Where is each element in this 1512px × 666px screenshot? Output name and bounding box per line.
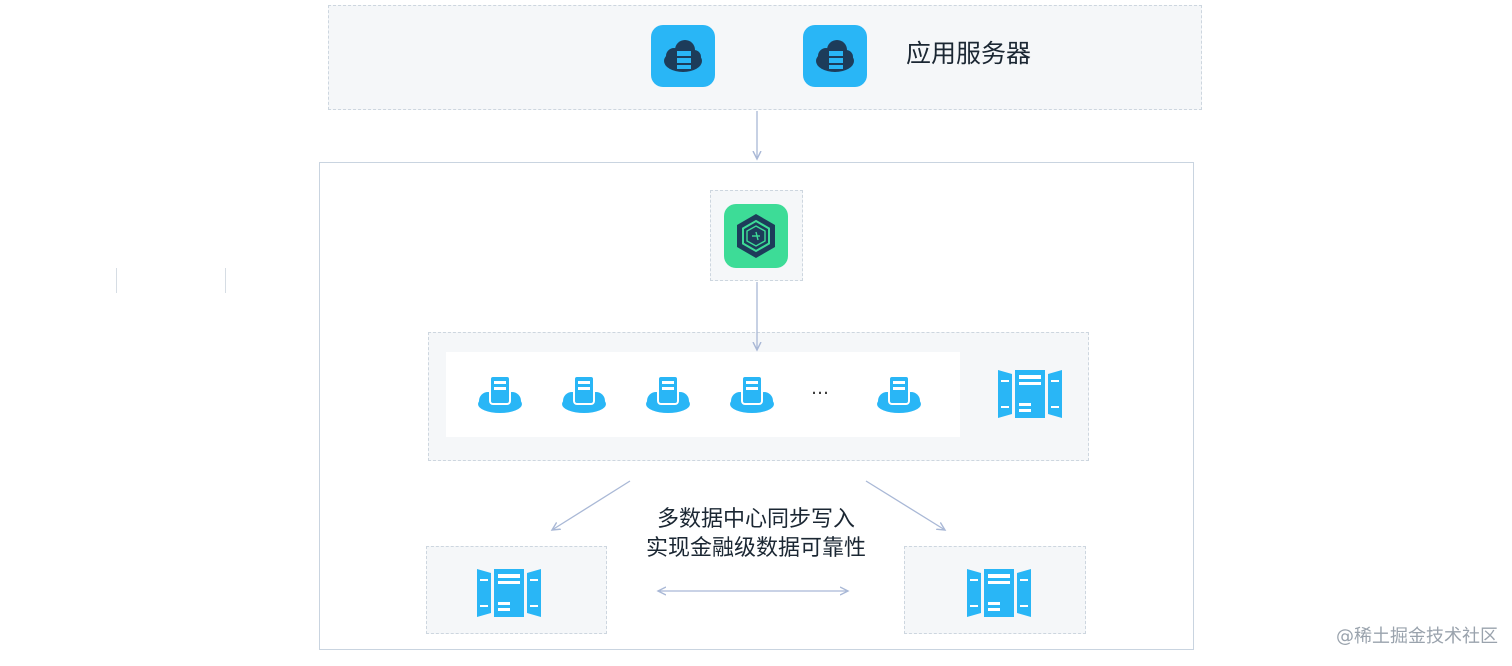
server-rack-icon bbox=[998, 368, 1062, 424]
storage-to-left-dc-arrow bbox=[552, 480, 631, 530]
cloud-server-icon bbox=[651, 25, 715, 91]
app-server-layer bbox=[328, 5, 1202, 110]
app-server-label: 应用服务器 bbox=[906, 39, 1032, 68]
cloud-node-icon bbox=[876, 374, 922, 418]
server-rack-icon bbox=[477, 567, 541, 623]
cloud-node-icon bbox=[729, 374, 775, 418]
cloud-server-icon bbox=[803, 25, 867, 91]
server-rack-icon bbox=[967, 567, 1031, 623]
sync-caption-line-1: 多数据中心同步写入 bbox=[656, 507, 855, 532]
more-nodes-ellipsis: … bbox=[811, 378, 830, 399]
cloud-node-icon bbox=[645, 374, 691, 418]
storage-to-right-dc-arrow bbox=[865, 480, 945, 530]
watermark: @稀土掘金技术社区 bbox=[1336, 626, 1498, 647]
storage-node-panel bbox=[446, 352, 960, 437]
sync-caption-line-2: 实现金融级数据可靠性 bbox=[645, 536, 866, 561]
cloud-node-icon bbox=[561, 374, 607, 418]
left-divider-mark bbox=[225, 268, 226, 293]
hexagon-gateway-icon bbox=[724, 204, 788, 272]
cloud-node-icon bbox=[477, 374, 523, 418]
left-divider-mark bbox=[116, 268, 117, 293]
